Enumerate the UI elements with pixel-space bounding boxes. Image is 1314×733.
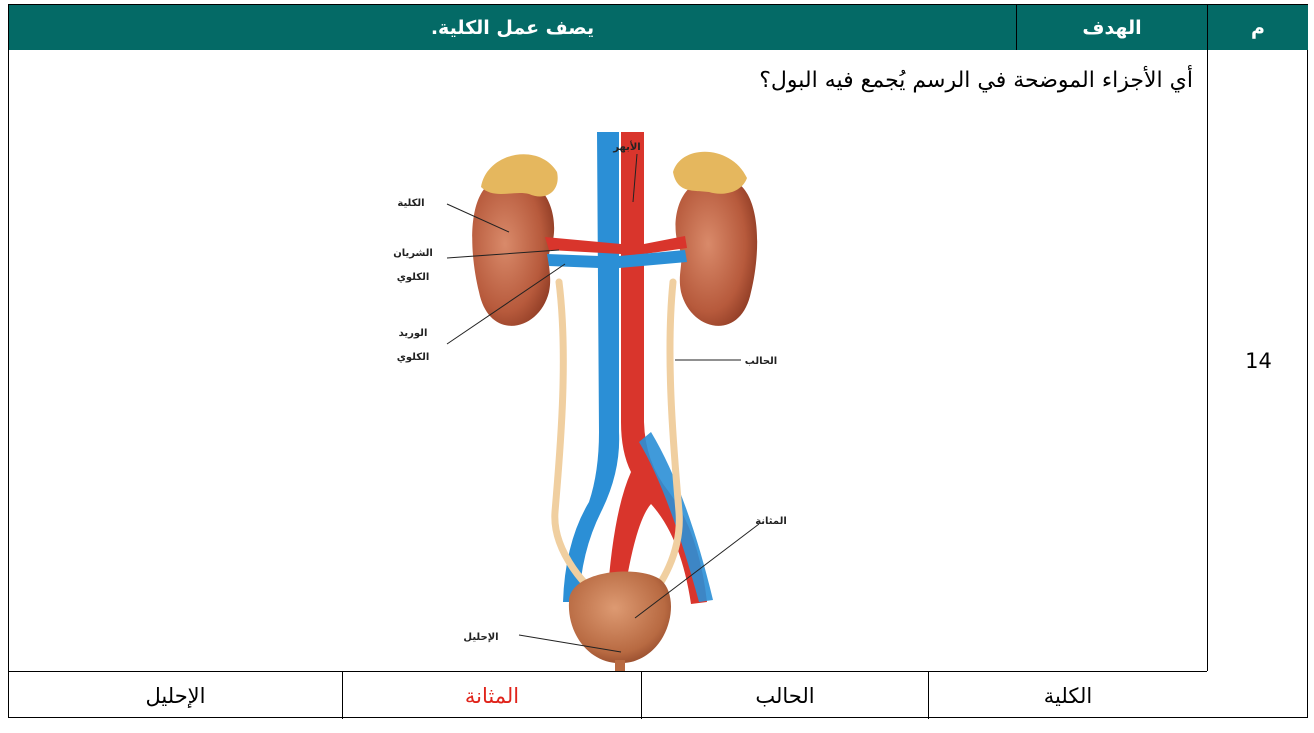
- answer-bladder-label: المثانة: [465, 684, 519, 708]
- answer-urethra[interactable]: الإحليل: [9, 672, 343, 719]
- row-number-cell: 14: [1207, 50, 1309, 671]
- header-col-goal: الهدف: [1016, 5, 1207, 50]
- header-col-m: م: [1207, 5, 1308, 50]
- answer-ureter[interactable]: الحالب: [642, 672, 929, 719]
- row-number: 14: [1245, 349, 1272, 373]
- left-renal-vein-shape: [547, 254, 599, 268]
- goal-text: يصف عمل الكلية.: [431, 17, 594, 39]
- answer-ureter-label: الحالب: [755, 684, 814, 708]
- question-table: م الهدف يصف عمل الكلية. 14 أي الأجزاء ال…: [8, 4, 1308, 718]
- question-cell: أي الأجزاء الموضحة في الرسم يُجمع فيه ال…: [9, 50, 1207, 671]
- header-goal-text: يصف عمل الكلية.: [9, 5, 1016, 50]
- answer-kidney-label: الكلية: [1044, 684, 1092, 708]
- label-aorta: الأبهر: [612, 140, 640, 153]
- label-kidney: الكلية: [397, 198, 424, 209]
- label-urethra: الإحليل: [463, 632, 498, 643]
- left-adrenal-shape: [481, 154, 558, 196]
- label-renal-artery-line2: الكلوي: [397, 272, 430, 283]
- vena-cava-shape: [563, 132, 619, 602]
- label-bladder: المثانة: [755, 516, 787, 527]
- urinary-system-diagram: الأبهر الكلية الشريان الكلوي الوريد الكل…: [369, 132, 829, 672]
- answer-urethra-label: الإحليل: [146, 684, 206, 708]
- answer-kidney[interactable]: الكلية: [929, 672, 1207, 719]
- answers-row: الكلية الحالب المثانة الإحليل: [9, 671, 1207, 719]
- label-renal-artery-line1: الشريان: [393, 248, 433, 259]
- header-m-label: م: [1251, 17, 1265, 39]
- right-kidney-shape: [676, 177, 758, 326]
- label-ureter: الحالب: [745, 356, 778, 367]
- label-renal-vein-line1: الوريد: [399, 328, 428, 339]
- right-adrenal-shape: [673, 152, 747, 194]
- label-renal-vein-line2: الكلوي: [397, 352, 430, 363]
- answer-bladder[interactable]: المثانة: [343, 672, 642, 719]
- bladder-shape: [569, 571, 671, 663]
- header-goal-label: الهدف: [1082, 17, 1141, 39]
- question-text: أي الأجزاء الموضحة في الرسم يُجمع فيه ال…: [759, 68, 1193, 93]
